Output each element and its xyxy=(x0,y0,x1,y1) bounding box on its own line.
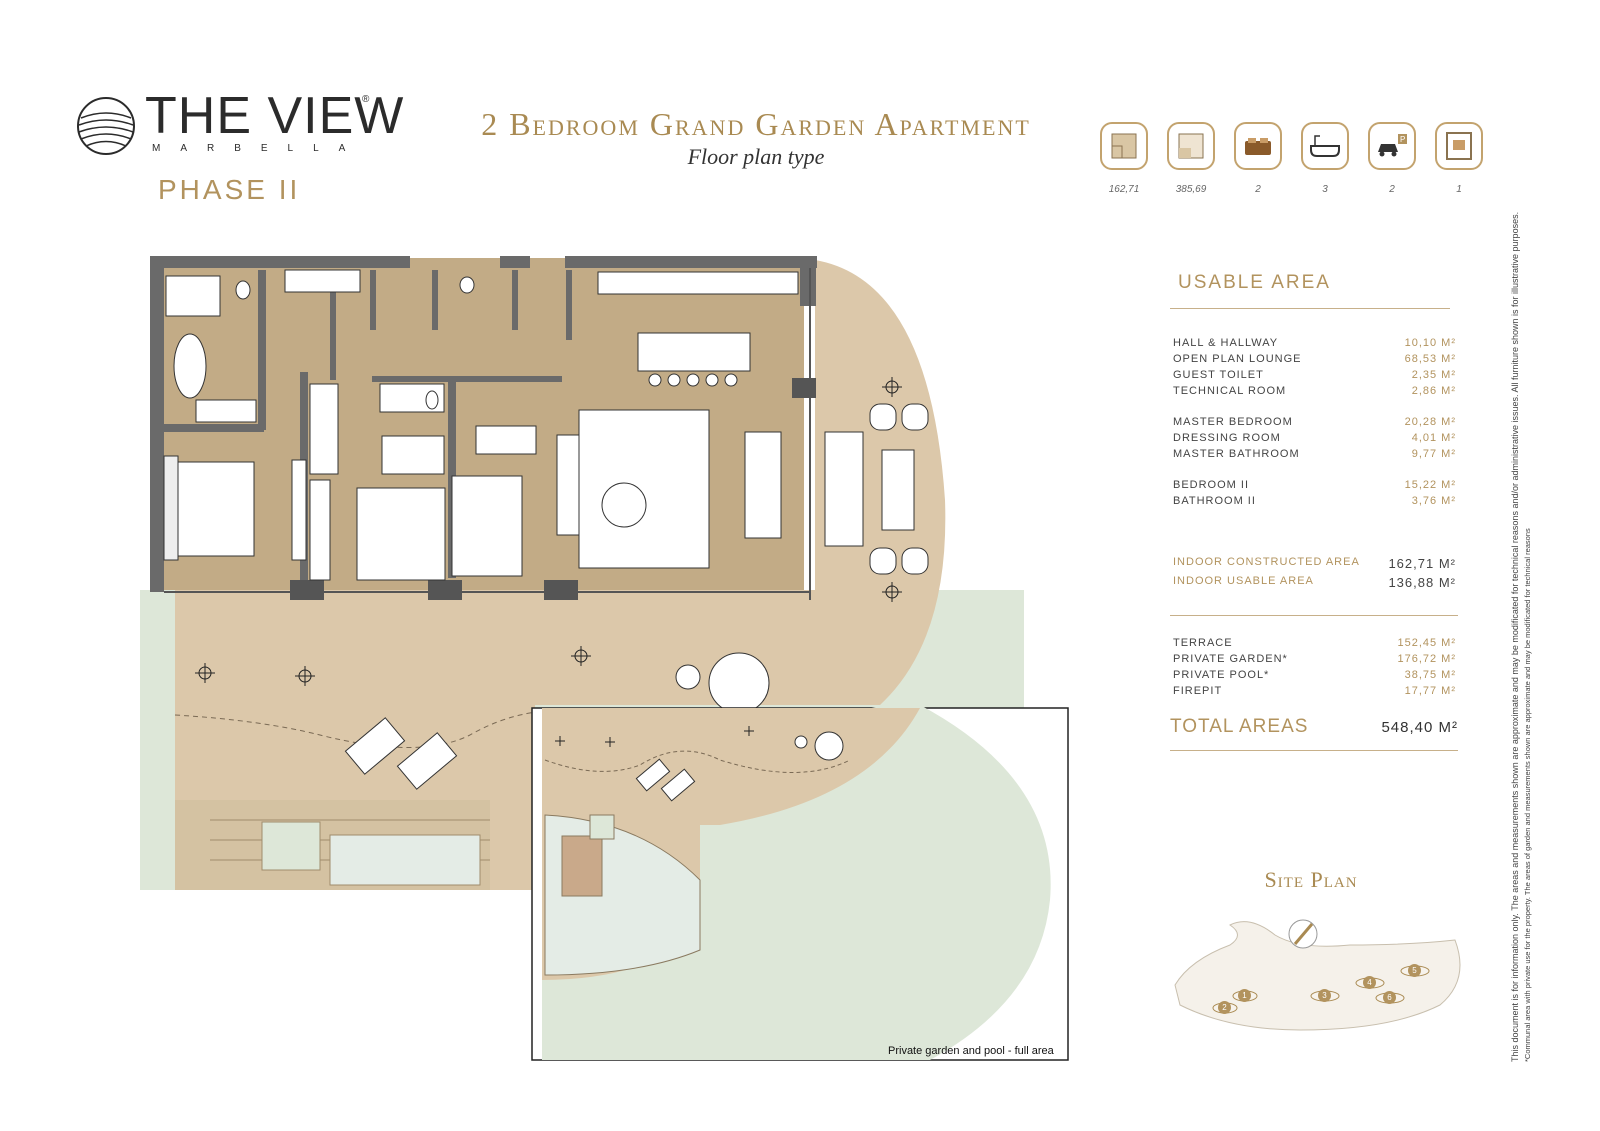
brand-registered-mark: ® xyxy=(362,94,370,105)
storage-value: 1 xyxy=(1456,184,1462,195)
divider xyxy=(1170,750,1458,751)
bedroom-ii-bed xyxy=(356,475,523,581)
disclaimer-line-2: *Communal area with private use for the … xyxy=(1523,528,1532,1062)
total-area-icon xyxy=(1167,122,1215,170)
terrace-lights xyxy=(195,377,902,686)
bathrooms-value: 3 xyxy=(1322,184,1328,195)
site-marker: 2 xyxy=(1218,1001,1231,1014)
icon-parking: P 2 xyxy=(1366,122,1418,195)
phase-label: PHASE II xyxy=(158,174,301,205)
terrace-furniture xyxy=(824,403,929,575)
bed-icon xyxy=(1234,122,1282,170)
plan-subtitle: Floor plan type xyxy=(687,144,825,169)
constructed-area-icon xyxy=(1100,122,1148,170)
divider xyxy=(1170,308,1450,309)
firepit xyxy=(708,652,770,714)
total-areas-value: 548,40 M² xyxy=(1381,719,1458,736)
total-areas-label: TOTAL AREAS xyxy=(1170,716,1309,737)
parking-value: 2 xyxy=(1389,184,1395,195)
inset-caption: Private garden and pool - full area xyxy=(888,1045,1054,1057)
pool-steps-area xyxy=(175,800,490,890)
site-marker: 3 xyxy=(1318,989,1331,1002)
icon-bathrooms: 3 xyxy=(1299,122,1351,195)
icon-storage: 1 xyxy=(1433,122,1485,195)
exterior-walls xyxy=(150,256,817,592)
bedrooms-value: 2 xyxy=(1255,184,1261,195)
wardrobes xyxy=(284,269,361,581)
brand-subtitle: MARBELLA xyxy=(152,143,366,154)
parking-icon: P xyxy=(1368,122,1416,170)
lounge xyxy=(556,409,782,569)
kitchen xyxy=(475,271,799,455)
divider xyxy=(1170,615,1458,616)
sun-loungers xyxy=(344,717,458,790)
disclaimer: This document is for information only. T… xyxy=(1508,62,1548,1062)
svg-text:P: P xyxy=(1400,135,1405,144)
terrace-edge-line xyxy=(174,709,761,748)
area-row-private-garden: PRIVATE GARDEN*176,72 M² xyxy=(1173,653,1456,665)
plan-title: 2 Bedroom Grand Garden Apartment xyxy=(481,106,1031,142)
inset-garden-plan xyxy=(531,705,1069,1061)
total-areas-row: TOTAL AREAS 548,40 M² xyxy=(1170,716,1458,738)
disclaimer-line-1: This document is for information only. T… xyxy=(1510,211,1520,1062)
site-plan-title: Site Plan xyxy=(1264,867,1358,892)
master-bed xyxy=(163,455,255,561)
site-marker: 4 xyxy=(1363,976,1376,989)
storage-icon xyxy=(1435,122,1483,170)
total-area-value: 385,69 xyxy=(1175,184,1207,195)
site-marker: 5 xyxy=(1408,964,1421,977)
icon-constructed-area: 162,71 xyxy=(1098,122,1150,195)
area-row-private-pool: PRIVATE POOL*38,75 M² xyxy=(1173,669,1456,681)
logo-globe-icon xyxy=(77,97,135,155)
brand-title: THE VIEW xyxy=(145,87,405,145)
icon-total-area: 385,69 xyxy=(1165,122,1217,195)
site-marker: 6 xyxy=(1383,991,1396,1004)
master-bathroom-fixtures xyxy=(165,275,257,423)
bathroom-ii-fixtures xyxy=(379,276,475,475)
usable-area-title: USABLE AREA xyxy=(1178,272,1331,293)
site-marker: 1 xyxy=(1238,989,1251,1002)
constructed-area-value: 162,71 xyxy=(1108,184,1140,195)
icon-bedrooms: 2 xyxy=(1232,122,1284,195)
bathtub-icon xyxy=(1301,122,1349,170)
